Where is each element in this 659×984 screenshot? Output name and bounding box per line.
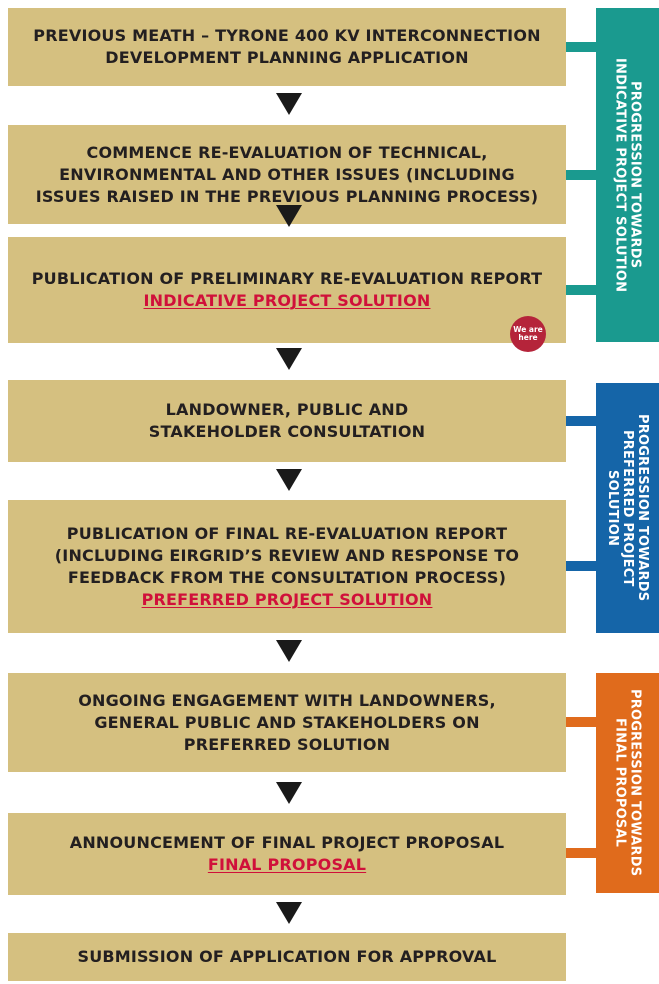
down-arrow-icon [276,640,302,662]
step-1-line-1: PREVIOUS MEATH – TYRONE 400 KV INTERCONN… [33,26,541,45]
phase-2-line-1: PROGRESSION TOWARDS [635,414,650,602]
step-5-line-1: PUBLICATION OF FINAL RE-EVALUATION REPOR… [66,523,508,543]
step-1-line-2: DEVELOPMENT PLANNING APPLICATION [105,48,469,67]
step-8-line-1: SUBMISSION OF APPLICATION FOR APPROVAL [77,947,497,966]
phase-3-line-1: PROGRESSION TOWARDS [627,689,643,877]
phase-2-line-2: PREFERRED PROJECT [620,429,635,587]
we-are-here-badge: We are here [510,316,546,352]
phase-3-connector [566,717,597,727]
step-3-box: PUBLICATION OF PRELIMINARY RE-EVALUATION… [8,237,566,343]
step-5-line-3: FEEDBACK FROM THE CONSULTATION PROCESS) [67,567,507,587]
phase-1-connector [566,170,597,180]
step-7-line-1: ANNOUNCEMENT OF FINAL PROJECT PROPOSAL [69,833,505,852]
phase-3-connector [566,848,597,858]
step-6-line-3: PREFERRED SOLUTION [183,734,391,754]
phase-1-connector [566,285,597,295]
step-4-line-2: STAKEHOLDER CONSULTATION [148,422,426,441]
phase-2-panel: PROGRESSION TOWARDS PREFERRED PROJECT SO… [596,383,659,633]
step-4-box: LANDOWNER, PUBLIC AND STAKEHOLDER CONSUL… [8,380,566,462]
step-7-highlight: FINAL PROPOSAL [207,855,367,874]
step-4-line-1: LANDOWNER, PUBLIC AND [165,400,409,419]
down-arrow-icon [276,205,302,227]
step-5-highlight: PREFERRED PROJECT SOLUTION [141,589,433,609]
down-arrow-icon [276,782,302,804]
phase-1-line-2: INDICATIVE PROJECT SOLUTION [612,57,628,293]
down-arrow-icon [276,469,302,491]
phase-1-connector [566,42,597,52]
badge-line-1: We are [513,325,543,334]
step-1-box: PREVIOUS MEATH – TYRONE 400 KV INTERCONN… [8,8,566,86]
phase-1-line-1: PROGRESSION TOWARDS [627,81,643,269]
step-2-line-1: COMMENCE RE-EVALUATION OF TECHNICAL, [86,142,488,162]
step-5-line-2: (INCLUDING EIRGRID’S REVIEW AND RESPONSE… [54,545,520,565]
step-5-box: PUBLICATION OF FINAL RE-EVALUATION REPOR… [8,500,566,633]
down-arrow-icon [276,93,302,115]
phase-3-panel: PROGRESSION TOWARDS FINAL PROPOSAL [596,673,659,893]
step-6-line-1: ONGOING ENGAGEMENT WITH LANDOWNERS, [78,690,496,710]
step-3-line-1: PUBLICATION OF PRELIMINARY RE-EVALUATION… [31,269,543,288]
step-3-highlight: INDICATIVE PROJECT SOLUTION [143,291,431,310]
phase-2-connector [566,561,597,571]
phase-2-line-3: SOLUTION [605,469,620,546]
step-7-box: ANNOUNCEMENT OF FINAL PROJECT PROPOSAL F… [8,813,566,895]
step-6-box: ONGOING ENGAGEMENT WITH LANDOWNERS, GENE… [8,673,566,772]
phase-2-connector [566,416,597,426]
down-arrow-icon [276,902,302,924]
phase-3-line-2: FINAL PROPOSAL [612,718,628,848]
phase-1-panel: PROGRESSION TOWARDS INDICATIVE PROJECT S… [596,8,659,342]
step-6-line-2: GENERAL PUBLIC AND STAKEHOLDERS ON [94,712,480,732]
badge-line-2: here [518,333,538,342]
step-2-line-2: ENVIRONMENTAL AND OTHER ISSUES (INCLUDIN… [59,164,515,184]
step-2-line-3: ISSUES RAISED IN THE PREVIOUS PLANNING P… [35,186,539,206]
down-arrow-icon [276,348,302,370]
step-8-box: SUBMISSION OF APPLICATION FOR APPROVAL [8,933,566,981]
